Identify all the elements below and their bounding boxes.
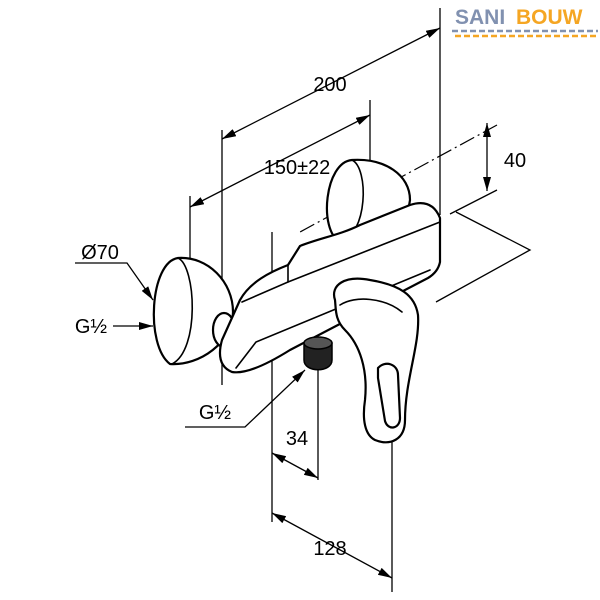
label-150: 150±22 — [264, 157, 331, 179]
label-40: 40 — [504, 150, 526, 172]
logo-sani: SANI — [455, 6, 505, 29]
dimension-labels: 200 150±22 40 Ø70 G½ G½ 34 128 — [75, 74, 526, 560]
logo-bouw: BOUW — [516, 6, 583, 29]
outlet — [303, 336, 333, 371]
leader-flange-diameter — [75, 262, 154, 301]
handle-lever — [332, 277, 420, 444]
label-flange-diameter: Ø70 — [81, 242, 119, 264]
label-128: 128 — [313, 538, 346, 560]
logo: SANI BOUW — [452, 6, 598, 38]
label-outlet-thread: G½ — [199, 402, 232, 424]
dim-line-34 — [271, 452, 319, 479]
dim-line-150 — [189, 114, 371, 208]
handle-slot — [376, 362, 402, 429]
extension-line-wall-offset — [449, 189, 498, 215]
dimension-lines — [75, 27, 491, 579]
label-200: 200 — [313, 74, 346, 96]
label-inlet-thread: G½ — [75, 316, 108, 338]
mixer-body — [218, 202, 442, 374]
leader-outlet-thread — [185, 369, 306, 428]
wall-plane-indicator — [435, 211, 532, 303]
label-34: 34 — [286, 428, 308, 450]
dim-line-128 — [271, 512, 393, 579]
